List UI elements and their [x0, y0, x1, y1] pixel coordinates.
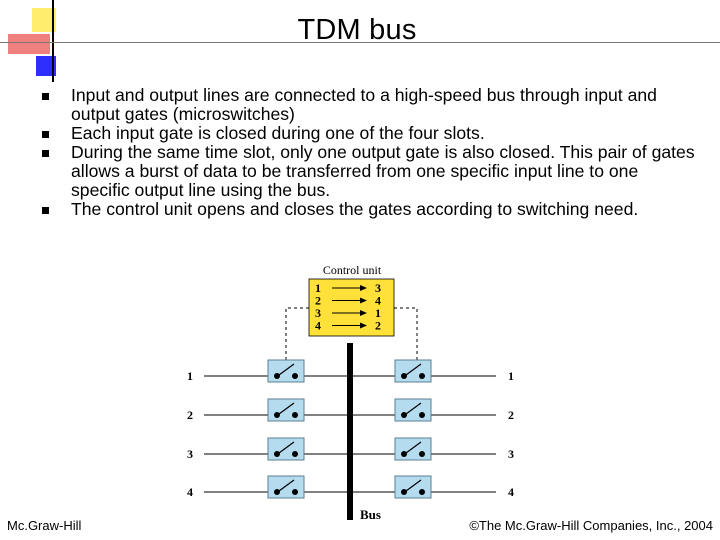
footer-right: ©The Mc.Graw-Hill Companies, Inc., 2004 — [469, 518, 713, 533]
footer-left: Mc.Graw-Hill — [7, 518, 82, 533]
slide-title: TDM bus — [297, 14, 417, 46]
bullet-text: Input and output lines are connected to … — [71, 85, 657, 124]
control-input-number: 1 — [315, 281, 321, 295]
input-gate — [267, 437, 305, 461]
bullet-item: Each input gate is closed during one of … — [40, 124, 700, 143]
output-gate — [394, 437, 432, 461]
output-gate — [394, 398, 432, 422]
control-input-number: 3 — [315, 306, 321, 320]
control-output-number: 2 — [375, 319, 381, 333]
bus-bar — [347, 343, 353, 520]
bus-label: Bus — [360, 507, 381, 522]
bullet-text: During the same time slot, only one outp… — [71, 142, 695, 200]
output-gate — [394, 475, 432, 499]
bullet-item: Input and output lines are connected to … — [40, 86, 700, 124]
output-line-number: 2 — [508, 408, 514, 422]
deco-blue-square — [36, 56, 56, 76]
input-line-number: 4 — [187, 485, 193, 499]
control-output-number: 1 — [375, 306, 381, 320]
input-gate — [267, 359, 305, 383]
input-line-number: 1 — [187, 369, 193, 383]
output-line-number: 4 — [508, 485, 514, 499]
deco-vertical-line — [52, 0, 54, 82]
input-gate — [267, 475, 305, 499]
bullet-text: The control unit opens and closes the ga… — [71, 199, 639, 219]
bullet-list: Input and output lines are connected to … — [40, 86, 700, 219]
output-line-number: 1 — [508, 369, 514, 383]
deco-horizontal-line — [0, 42, 720, 43]
bullet-marker — [42, 93, 49, 100]
control-input-number: 2 — [315, 294, 321, 308]
bullet-marker — [42, 207, 49, 214]
output-line-number: 3 — [508, 447, 514, 461]
input-line-number: 2 — [187, 408, 193, 422]
input-line-number: 3 — [187, 447, 193, 461]
bullet-marker — [42, 150, 49, 157]
control-input-number: 4 — [315, 319, 321, 333]
bullet-item: The control unit opens and closes the ga… — [40, 200, 700, 219]
control-output-number: 3 — [375, 281, 381, 295]
deco-red-square — [8, 34, 50, 54]
bullet-marker — [42, 131, 49, 138]
input-gate — [267, 398, 305, 422]
control-line-output-side — [394, 307, 418, 360]
bullet-item: During the same time slot, only one outp… — [40, 143, 700, 200]
control-line-input-side — [285, 307, 309, 360]
control-unit-label: Control unit — [323, 263, 382, 277]
control-output-number: 4 — [375, 294, 381, 308]
bullet-text: Each input gate is closed during one of … — [71, 123, 485, 143]
output-gate — [394, 359, 432, 383]
